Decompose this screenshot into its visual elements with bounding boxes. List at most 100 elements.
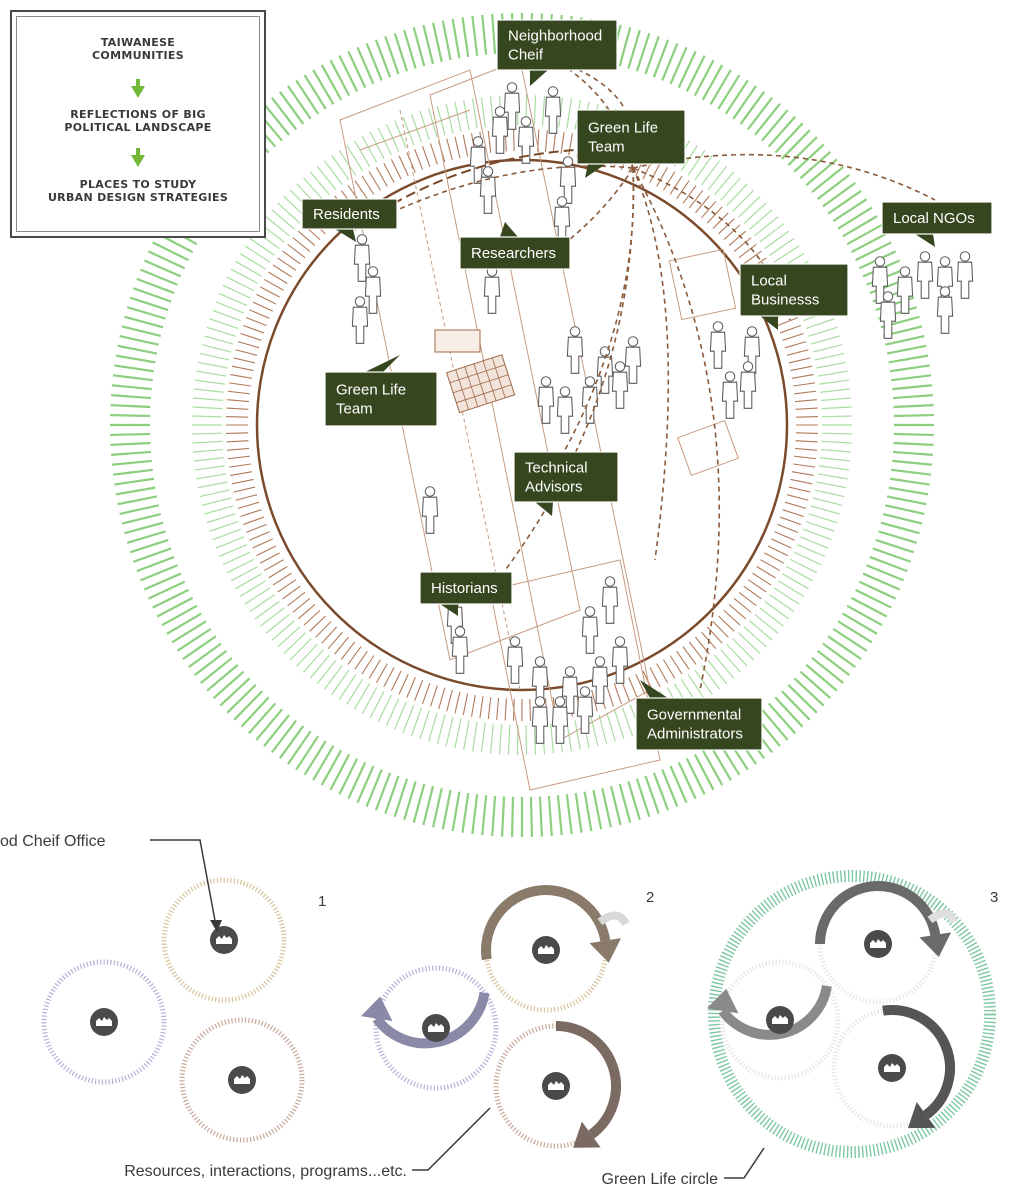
hatch-tick [182, 635, 217, 660]
hatch-tick [652, 39, 670, 78]
hatch-tick [796, 543, 825, 558]
hatch-tick [403, 29, 417, 69]
community-icon [90, 1008, 118, 1036]
legend-text-line: URBAN DESIGN STRATEGIES [47, 191, 229, 204]
person-icon [491, 106, 509, 154]
hatch-tick [706, 626, 723, 644]
hatch-tick [289, 638, 312, 661]
hatch-tick [606, 712, 616, 742]
hatch-tick [769, 237, 795, 256]
hatch-tick [777, 317, 799, 327]
hatch-tick [323, 160, 343, 186]
stall-outline [668, 248, 737, 321]
arrow-arc [481, 885, 611, 961]
table-line [456, 384, 512, 404]
hatch-tick [193, 397, 224, 402]
hatch-tick [761, 109, 789, 142]
hatch-tick [685, 55, 706, 93]
hatch-tick [297, 230, 316, 246]
hatch-tick [463, 100, 470, 130]
person-head [959, 251, 971, 262]
person-head [472, 136, 484, 147]
hatch-tick [406, 152, 416, 173]
hatch-tick [245, 317, 267, 327]
hatch-tick [315, 621, 332, 638]
actor-label-researchers: Researchers [459, 222, 571, 270]
hatch-tick [694, 669, 713, 695]
hatch-tick [244, 587, 271, 605]
hatch-tick [445, 103, 454, 134]
person-body [611, 371, 629, 409]
icon-houses [870, 939, 886, 948]
hatch-tick [512, 129, 515, 152]
hatch-tick [606, 685, 614, 707]
hatch-tick [192, 432, 223, 435]
hatch-tick [132, 287, 172, 303]
hatch-tick [206, 326, 236, 337]
hatch-tick [115, 486, 156, 496]
person-body [916, 261, 934, 299]
hatch-tick [249, 237, 275, 256]
hatch-tick [161, 604, 198, 627]
label-box [576, 109, 686, 165]
person-body [956, 261, 974, 299]
hatch-tick [233, 357, 256, 364]
person-icon [709, 321, 727, 369]
person-body [503, 92, 521, 130]
hatch-tick [598, 714, 608, 745]
hatch-tick [754, 103, 781, 136]
hatch-tick [320, 64, 343, 101]
hatch-tick [746, 96, 774, 131]
hatch-tick [230, 566, 258, 582]
hatch-tick [677, 761, 697, 800]
stage-2-diagram [360, 885, 630, 1171]
hatch-tick [347, 646, 362, 665]
person-body [581, 386, 599, 424]
hatch-tick [821, 432, 852, 435]
hatch-tick [687, 674, 706, 701]
hatch-tick [226, 276, 255, 292]
hatch-tick [621, 707, 634, 737]
hatch-tick [779, 516, 801, 525]
hatch-tick [192, 415, 223, 418]
hatch-tick [712, 212, 729, 229]
hatch-tick [491, 14, 497, 55]
office-leader-line [150, 839, 217, 927]
person-head [882, 291, 894, 302]
actor-label-text: Team [336, 401, 373, 418]
actor-label-historians: Historians [419, 571, 513, 616]
dotted-circle [41, 959, 167, 1085]
hatch-tick [384, 35, 400, 75]
hatch-tick [147, 580, 186, 600]
hatch-tick [230, 268, 258, 284]
hatch-tick [481, 795, 488, 836]
hatch-tick [793, 382, 816, 387]
person-icon [576, 686, 594, 734]
hatch-tick [454, 136, 461, 159]
street-edge [359, 109, 471, 151]
hatch-tick [669, 175, 683, 195]
hatch-tick [842, 215, 878, 238]
hatch-tick [764, 600, 790, 620]
link-to-historians [489, 167, 635, 591]
person-head [540, 376, 552, 387]
hatch-tick [533, 724, 537, 755]
hatch-tick [820, 388, 851, 393]
hatch-tick [738, 591, 757, 607]
person-head [564, 666, 576, 677]
hatch-tick [428, 712, 438, 742]
hatch-tick [889, 477, 930, 486]
hatch-tick [212, 309, 241, 322]
hatch-tick [365, 769, 383, 807]
hatch-tick [243, 325, 265, 334]
hatch-tick [685, 757, 706, 795]
legend-text-line: REFLECTIONS OF BIG [70, 108, 206, 121]
actor-label-text: Green Life [588, 120, 658, 137]
hatch-tick [529, 698, 532, 721]
hatch-tick [718, 218, 735, 235]
hatch-tick [287, 243, 306, 259]
person-body [566, 336, 584, 374]
